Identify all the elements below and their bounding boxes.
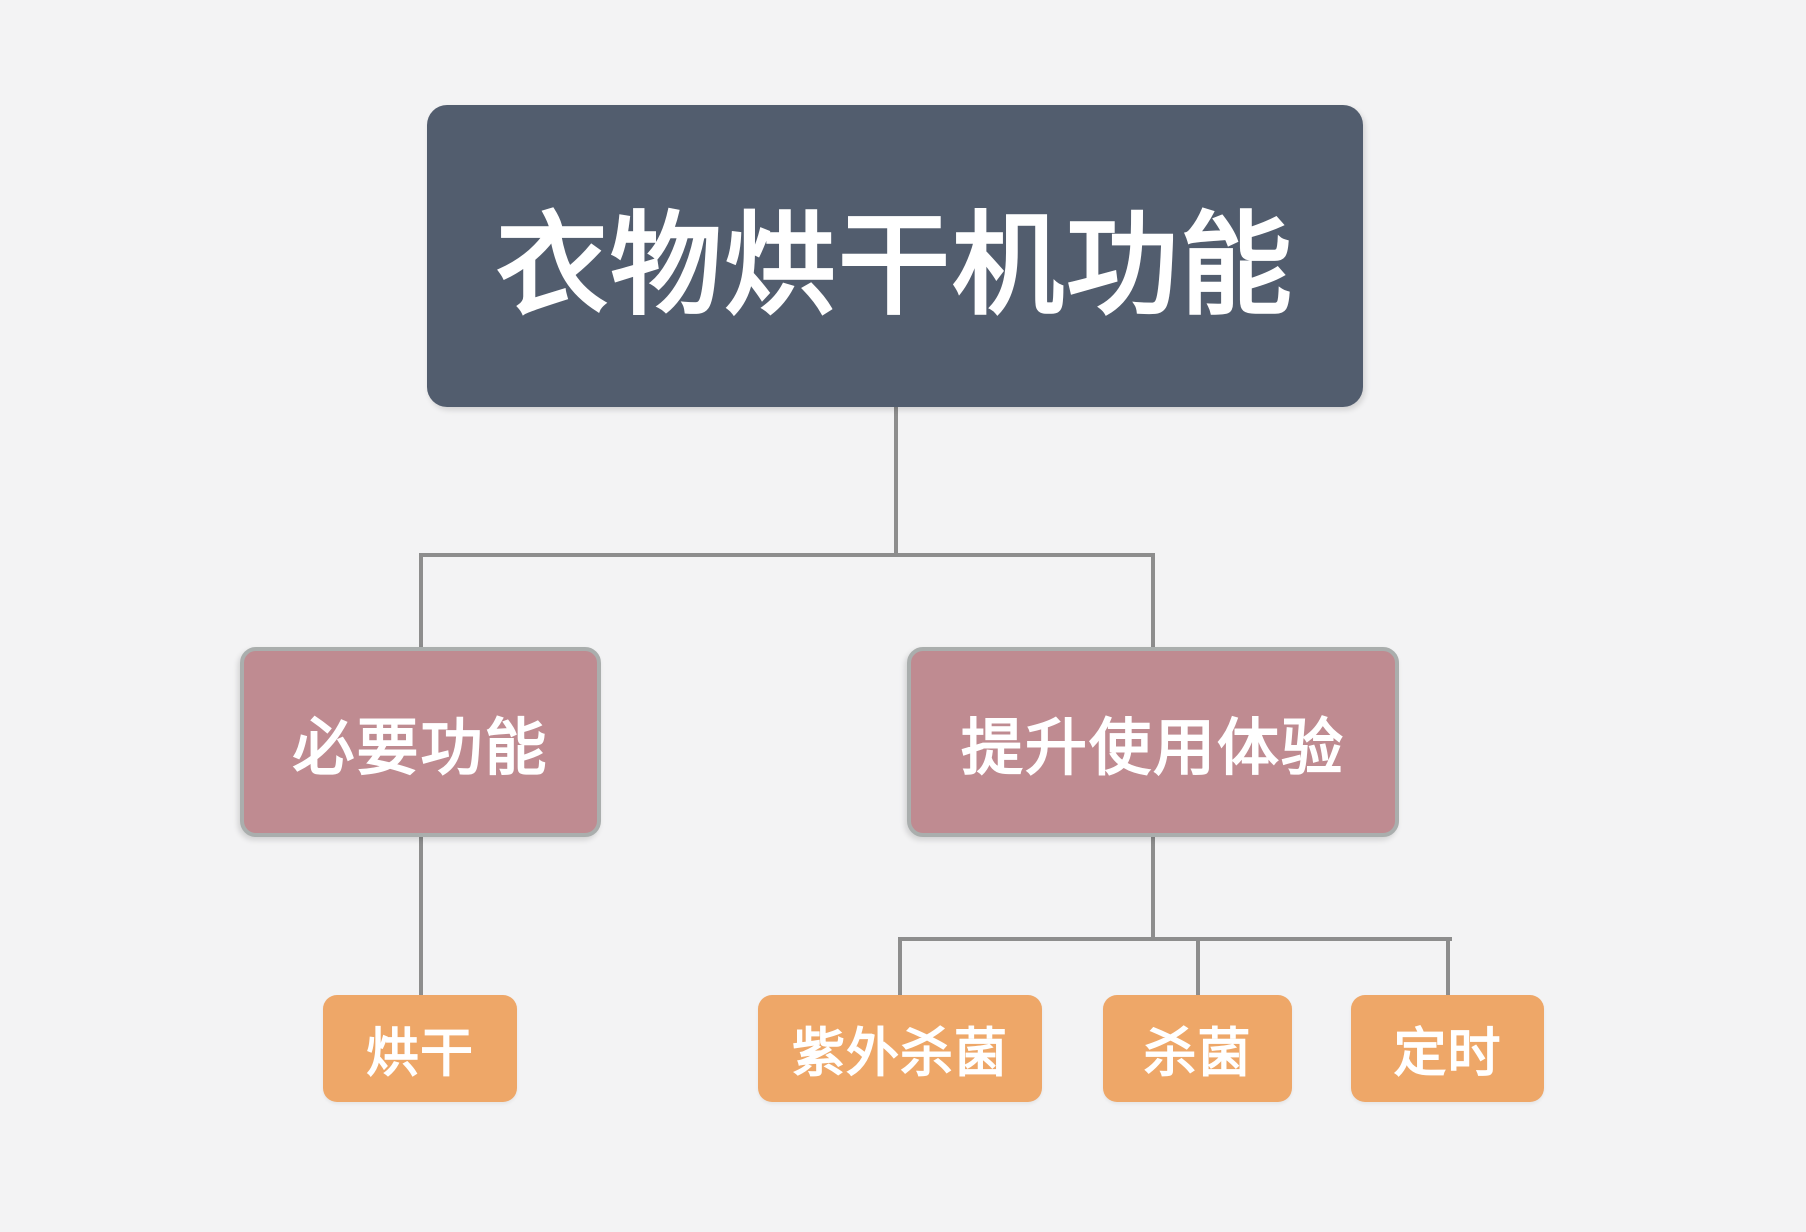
connector-level1-horizontal [419, 553, 1155, 557]
node-leaf-drying-label: 烘干 [366, 1023, 474, 1083]
node-leaf-uv-sterilization-label: 紫外杀菌 [792, 1023, 1008, 1083]
node-root-label: 衣物烘干机功能 [496, 203, 1294, 328]
connector-branch-left-vertical [419, 837, 423, 995]
node-branch-experience-label: 提升使用体验 [960, 714, 1345, 783]
connector-level2-drop-timer [1446, 937, 1450, 997]
node-leaf-uv-sterilization[interactable]: 紫外杀菌 [758, 995, 1042, 1102]
node-branch-essential[interactable]: 必要功能 [240, 647, 601, 837]
connector-branch-right-vertical [1151, 837, 1155, 937]
connector-level2-drop-sterilize [1196, 937, 1200, 997]
connector-root-vertical [894, 407, 898, 553]
node-leaf-timer[interactable]: 定时 [1351, 995, 1544, 1102]
node-leaf-sterilization[interactable]: 杀菌 [1103, 995, 1292, 1102]
node-branch-experience[interactable]: 提升使用体验 [907, 647, 1399, 837]
node-root[interactable]: 衣物烘干机功能 [427, 105, 1363, 407]
connector-level1-drop-right [1151, 553, 1155, 647]
connector-level1-drop-left [419, 553, 423, 647]
node-leaf-drying[interactable]: 烘干 [323, 995, 517, 1102]
node-leaf-sterilization-label: 杀菌 [1143, 1023, 1252, 1083]
node-leaf-timer-label: 定时 [1393, 1023, 1502, 1083]
connector-level2-drop-uv [898, 937, 902, 997]
node-branch-essential-label: 必要功能 [292, 714, 549, 783]
connector-level2-horizontal [898, 937, 1452, 941]
